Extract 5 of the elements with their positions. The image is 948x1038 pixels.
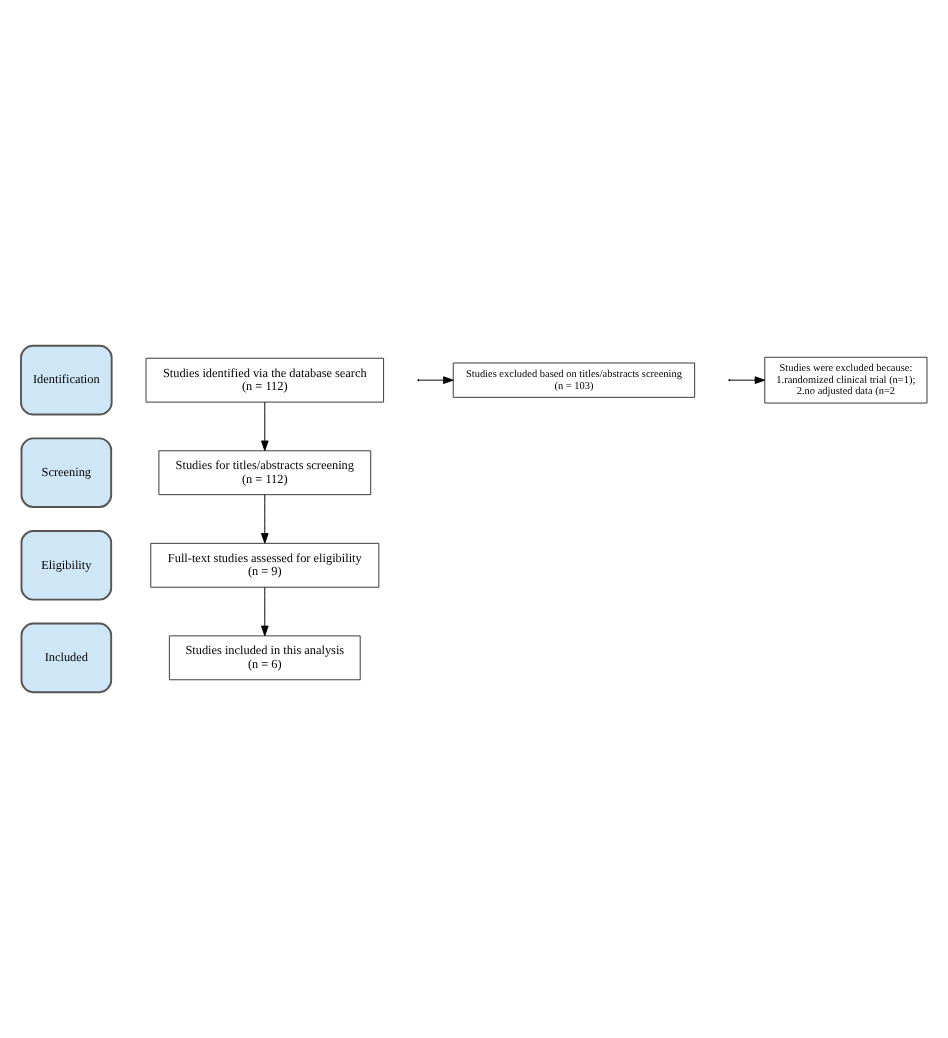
arrow: [261, 401, 269, 452]
arrow: [261, 494, 269, 544]
arrow: [729, 376, 766, 384]
arrow: [261, 586, 269, 637]
arrow: [418, 376, 454, 384]
